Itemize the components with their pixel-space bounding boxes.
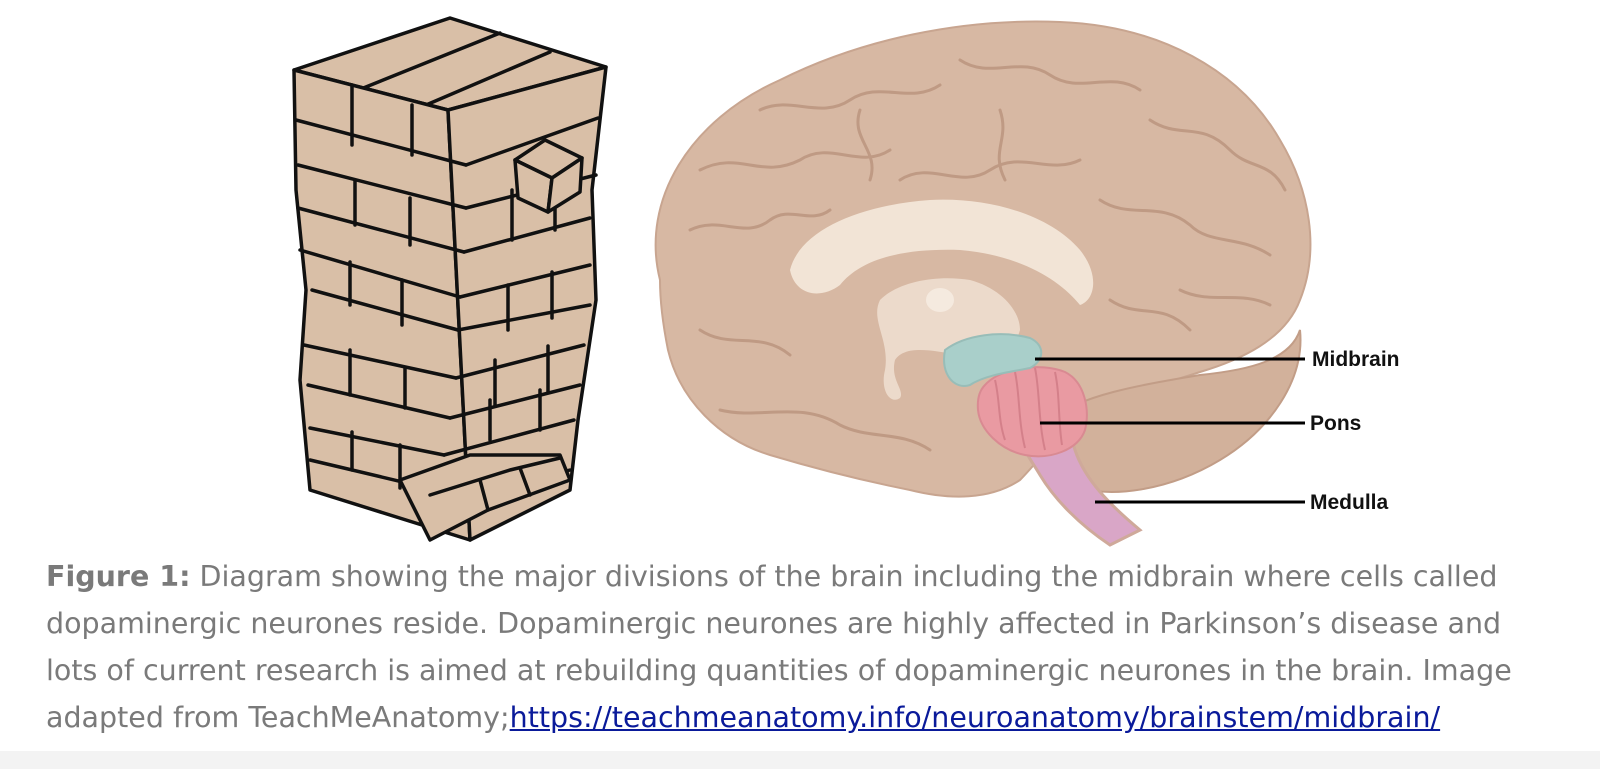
caption-heading: Figure 1:	[46, 560, 191, 593]
brain-corpus-callosum	[790, 199, 1094, 305]
caption-line-4: adapted from TeachMeAnatomy;https://teac…	[46, 694, 1546, 741]
caption-line-3: lots of current research is aimed at reb…	[46, 654, 1512, 687]
brain-midbrain	[943, 333, 1043, 387]
brain-gyri	[688, 58, 1287, 452]
pons-striations	[994, 367, 1063, 451]
label-midbrain: Midbrain	[1312, 348, 1400, 371]
brain-pons	[976, 366, 1088, 458]
jenga-tower-illustration	[292, 16, 608, 542]
caption-line-1: Figure 1: Diagram showing the major divi…	[46, 553, 1546, 600]
figure-art: Midbrain Pons Medulla	[292, 16, 1400, 547]
brain-inner-structures	[877, 278, 1020, 400]
brain-diagram: Midbrain Pons Medulla	[654, 20, 1400, 547]
label-medulla: Medulla	[1310, 491, 1388, 514]
caption-line-2: dopaminergic neurones reside. Dopaminerg…	[46, 607, 1502, 640]
caption-line-1-text: Diagram showing the major divisions of t…	[190, 560, 1498, 593]
bottom-band	[0, 751, 1600, 769]
label-pons: Pons	[1310, 412, 1361, 435]
figure-caption: Figure 1: Diagram showing the major divi…	[46, 553, 1546, 741]
brain-cerebrum	[654, 20, 1312, 498]
source-link[interactable]: https://teachmeanatomy.info/neuroanatomy…	[509, 701, 1441, 734]
caption-line-4-text: adapted from TeachMeAnatomy;	[46, 701, 510, 734]
